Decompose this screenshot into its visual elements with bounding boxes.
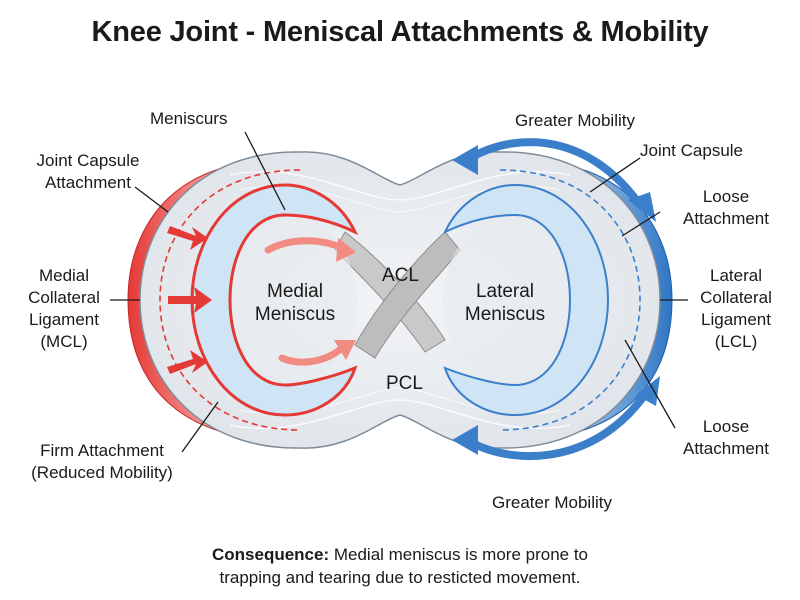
medial-meniscus — [190, 183, 359, 417]
greater-mobility-arrow-bottom — [466, 386, 652, 461]
medial-curved-arrow-bottom — [278, 344, 346, 366]
acl-label: ACL — [382, 265, 419, 286]
lateral-meniscus-label: Lateral Meniscus — [464, 281, 546, 325]
medial-force-arrow-2 — [168, 287, 212, 313]
loose-attachment-bottom-label: Loose Attachment — [683, 417, 769, 458]
consequence-line-2: trapping and tearing due to resticted mo… — [219, 568, 581, 587]
loose-attachment-top-label: Loose Attachment — [683, 187, 769, 228]
diagram-title: Knee Joint - Meniscal Attachments & Mobi… — [91, 16, 709, 48]
medial-meniscus-label: Medial Meniscus — [254, 281, 336, 325]
mcl-label: Medial Collateral Ligament (MCL) — [28, 266, 100, 351]
lateral-tibial-surface — [443, 220, 567, 380]
greater-mobility-arrow-top — [466, 138, 644, 209]
medial-tibial-surface — [233, 220, 357, 380]
pcl-ligament — [354, 231, 461, 359]
lateral-attachment-line — [499, 169, 641, 431]
consequence-heading: Consequence: — [211, 545, 330, 564]
medial-attachment-line — [159, 169, 301, 431]
consequence-line-1: Medial meniscus is more prone to — [329, 545, 589, 564]
firm-attachment-label: Firm Attachment (Reduced Mobility) — [31, 441, 173, 482]
medial-force-arrow-3 — [167, 350, 208, 374]
medial-curved-arrow-top — [264, 237, 346, 254]
pcl-label: PCL — [386, 373, 423, 394]
lateral-meniscus — [442, 183, 610, 417]
greater-mobility-top-label: Greater Mobility — [515, 111, 635, 130]
consequence-note: Consequence: Medial meniscus is more pro… — [0, 543, 800, 589]
joint-capsule-right-label: Joint Capsule — [640, 141, 744, 160]
meniscus-top-label: Meniscurs — [150, 109, 228, 128]
greater-mobility-bottom-label: Greater Mobility — [492, 493, 612, 512]
medial-force-arrow-1 — [167, 226, 208, 250]
joint-capsule-attachment-label: Joint Capsule Attachment — [36, 151, 140, 192]
lcl-label: Lateral Collateral Ligament (LCL) — [700, 266, 772, 351]
